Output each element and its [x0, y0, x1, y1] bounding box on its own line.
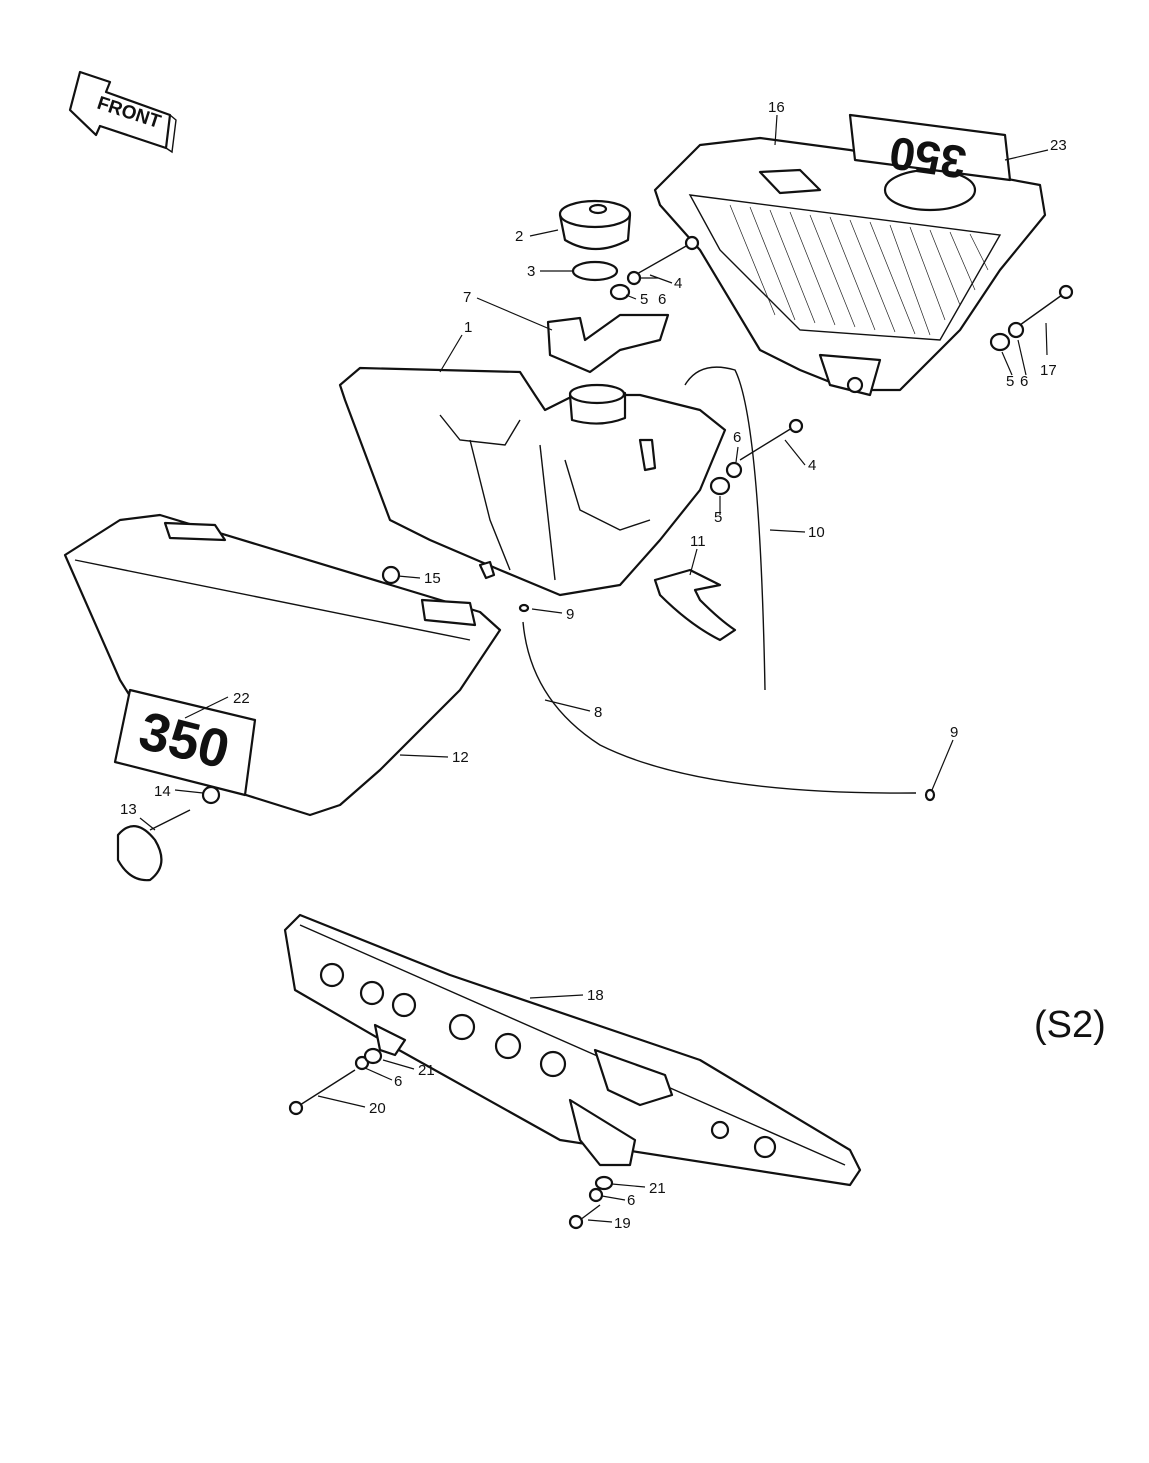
callout-4-upper: 4	[674, 275, 682, 292]
callout-2: 2	[515, 228, 523, 245]
callout-3: 3	[527, 263, 535, 280]
callout-11: 11	[690, 533, 706, 550]
callout-14: 14	[154, 783, 171, 800]
vent-tube	[684, 366, 766, 691]
callout-22: 22	[233, 690, 250, 707]
callout-19: 19	[614, 1215, 631, 1232]
callout-9-upper: 9	[566, 606, 574, 623]
callout-7: 7	[463, 289, 471, 306]
callout-21-lower: 21	[649, 1180, 666, 1197]
washer-6-upper	[626, 270, 642, 286]
middle-bolt-4	[739, 418, 804, 461]
washer-21-left	[363, 1047, 383, 1065]
callout-5-middle: 5	[714, 509, 722, 526]
oil-tank	[338, 366, 727, 597]
callout-labels: 1 2 3 4 4 5 5 5 6 6 6 6 6 7 8 9 9 10 11 …	[120, 99, 1067, 1232]
left-side-cover	[63, 513, 502, 817]
callout-23: 23	[1050, 137, 1067, 154]
oil-line	[522, 621, 917, 794]
callout-17: 17	[1040, 362, 1057, 379]
front-arrow-icon: FRONT	[68, 70, 177, 154]
washer-5-right	[989, 332, 1011, 352]
callout-20: 20	[369, 1100, 386, 1117]
bolt-19	[568, 1204, 601, 1230]
callout-6-middle: 6	[733, 429, 741, 446]
washer-6-lower-left	[354, 1055, 370, 1071]
callout-13: 13	[120, 801, 137, 818]
callout-16: 16	[768, 99, 785, 116]
chain-guard	[283, 913, 862, 1187]
callout-6-right: 6	[1020, 373, 1028, 390]
callout-8: 8	[594, 704, 602, 721]
callout-12: 12	[452, 749, 469, 766]
clip-9-lower	[924, 788, 936, 802]
callout-6-lower-left: 6	[394, 1073, 402, 1090]
callout-9-lower: 9	[950, 724, 958, 741]
callout-18: 18	[587, 987, 604, 1004]
bolt-20	[288, 1069, 356, 1116]
right-cover-grille	[729, 204, 989, 336]
washer-5-upper	[609, 283, 631, 301]
callout-6-lower: 6	[627, 1192, 635, 1209]
washer-5-middle	[709, 476, 731, 496]
leader-lines	[139, 114, 1049, 1223]
callout-5-upper: 5	[640, 291, 648, 308]
callout-15: 15	[424, 570, 441, 587]
section-label: (S2)	[1034, 1004, 1106, 1046]
callout-10: 10	[808, 524, 825, 541]
filler-o-ring	[571, 260, 619, 282]
washer-6-middle	[725, 461, 743, 479]
clip-9-upper	[518, 603, 530, 613]
tank-bracket	[546, 313, 670, 374]
callout-5-right: 5	[1006, 373, 1014, 390]
washer-6-right	[1007, 321, 1025, 339]
left-cover-decal: 350	[113, 688, 257, 797]
grommet-14	[201, 785, 221, 805]
right-bolt-17	[1019, 284, 1074, 326]
callout-21-left: 21	[418, 1062, 435, 1079]
washer-6-lower	[588, 1187, 604, 1203]
filler-cap	[558, 199, 632, 250]
callout-6-upper: 6	[658, 291, 666, 308]
right-cover-decal: 350	[848, 113, 1012, 189]
callout-1: 1	[464, 319, 472, 336]
callout-4-middle: 4	[808, 457, 816, 474]
knob-13	[116, 809, 191, 882]
nut-15	[381, 565, 401, 585]
upper-bolt-4	[634, 235, 700, 276]
right-decal-text: 350	[886, 127, 969, 189]
tube-clamp	[653, 568, 737, 642]
right-side-cover	[653, 136, 1047, 397]
washer-21-lower	[594, 1175, 614, 1191]
